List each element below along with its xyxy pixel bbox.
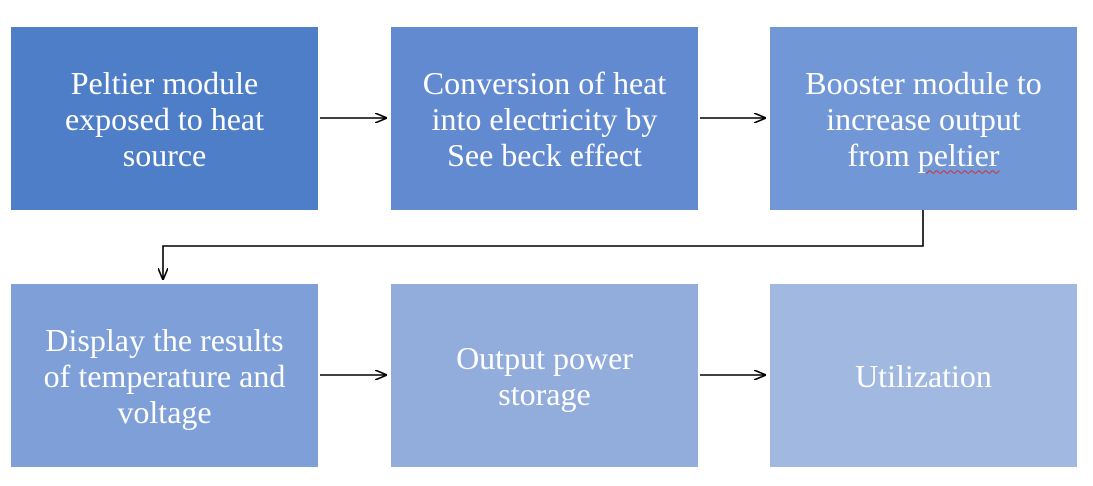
step-label: Conversion of heat into electricity by S… [422,64,667,173]
elbow-arrow-connector [163,210,924,280]
step-label: Display the results of temperature and v… [43,321,286,430]
step-label: Utilization [855,357,992,394]
step-label: Peltier module exposed to heat source [64,64,265,173]
step-box-output-power-storage: Output power storage [391,284,698,467]
spellcheck-flagged-word: peltier [917,136,1000,173]
step-label-main: Booster module to increase output from [805,64,1042,173]
step-box-conversion: Conversion of heat into electricity by S… [391,27,698,210]
step-box-display-results: Display the results of temperature and v… [11,284,318,467]
step-label: Booster module to increase output from p… [805,65,1041,173]
step-box-booster-module: Booster module to increase output from p… [770,27,1077,210]
step-label: Output power storage [456,339,633,412]
step-box-peltier-module: Peltier module exposed to heat source [11,27,318,210]
step-box-utilization: Utilization [770,284,1077,467]
